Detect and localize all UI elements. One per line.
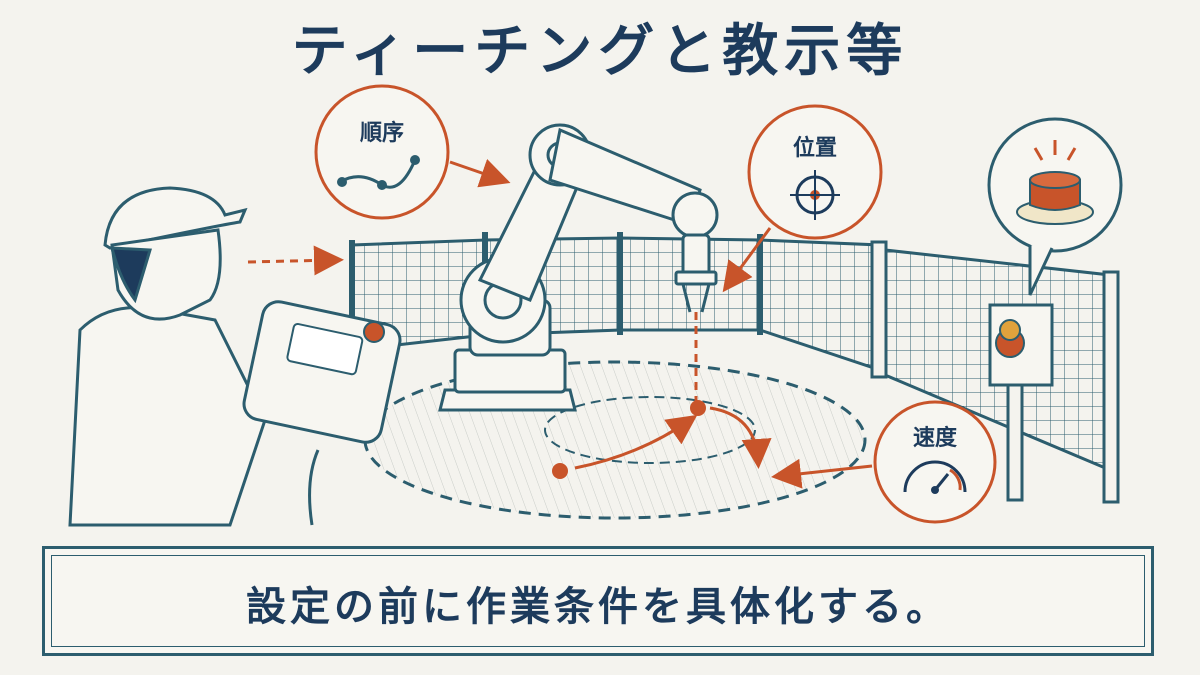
sequence-bubble [314, 84, 511, 220]
summary-banner [42, 546, 1154, 656]
speed-bubble [771, 400, 997, 524]
page-title: ティーチングと教示等 [291, 19, 909, 84]
speedometer-icon [903, 460, 967, 493]
position-bubble [722, 104, 883, 293]
emergency-stop-bubble [987, 117, 1123, 296]
worker [68, 186, 267, 527]
direction-arrow [247, 245, 344, 276]
speed-label: 速度 [912, 426, 957, 451]
teach-pendant [242, 300, 402, 526]
position-label: 位置 [792, 136, 837, 161]
work-area-floor [363, 360, 867, 520]
emergency-stop-box [988, 303, 1054, 387]
robot-arm [438, 123, 719, 412]
teaching-path [552, 312, 772, 479]
sequence-label: 順序 [359, 121, 404, 146]
summary-text: 設定の前に作業条件を具体化する。 [246, 584, 950, 630]
